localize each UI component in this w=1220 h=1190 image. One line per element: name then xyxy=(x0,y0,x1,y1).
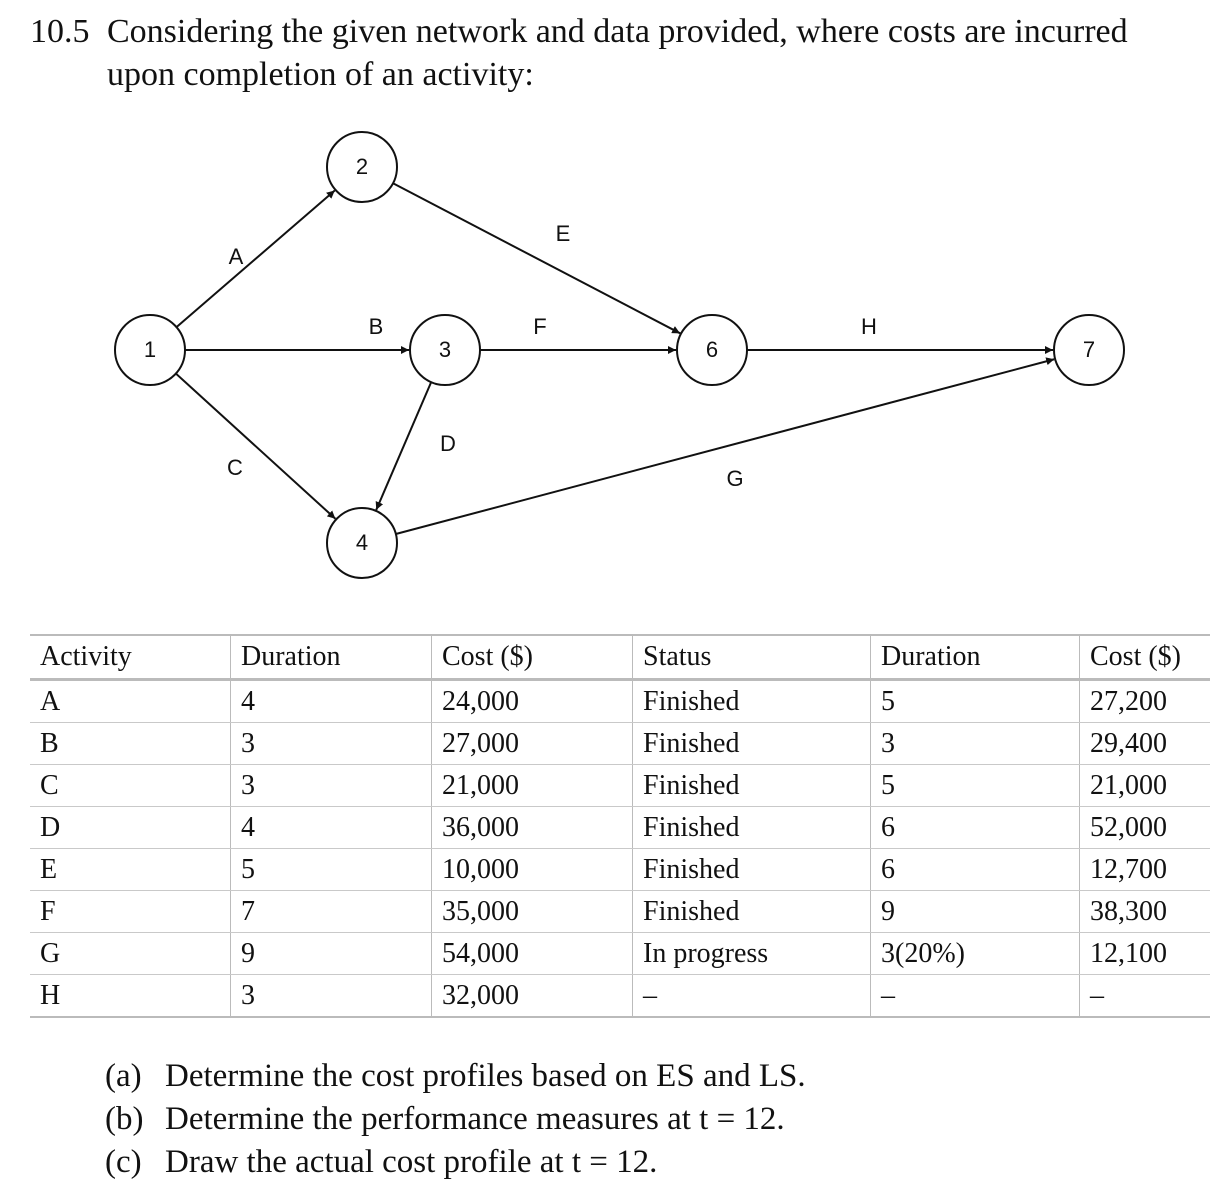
table-cell: 12,700 xyxy=(1079,848,1210,891)
question-c: (c)Draw the actual cost profile at t = 1… xyxy=(105,1144,658,1180)
activity-table: Activity Duration Cost ($) Status Durati… xyxy=(30,634,1210,1018)
table-cell: 10,000 xyxy=(431,848,633,891)
node-4 xyxy=(326,507,398,579)
table-cell: 5 xyxy=(870,679,1080,723)
activity-arrow-c xyxy=(175,372,337,520)
question-a: (a)Determine the cost profiles based on … xyxy=(105,1058,806,1094)
table-cell: In progress xyxy=(632,932,871,975)
table-cell: 21,000 xyxy=(431,764,633,807)
table-cell: – xyxy=(632,974,871,1018)
table-cell: – xyxy=(870,974,1080,1018)
table-cell: A xyxy=(30,679,231,723)
question-b: (b)Determine the performance measures at… xyxy=(105,1101,785,1137)
table-cell: F xyxy=(30,890,231,933)
table-cell: Finished xyxy=(632,722,871,765)
table-cell: 5 xyxy=(870,764,1080,807)
node-label: 2 xyxy=(356,154,368,179)
table-cell: 5 xyxy=(230,848,432,891)
node-label: 4 xyxy=(356,530,368,555)
table-cell: 52,000 xyxy=(1079,806,1210,849)
table-header-row: Activity Duration Cost ($) Status Durati… xyxy=(30,634,1210,681)
table-cell: 54,000 xyxy=(431,932,633,975)
problem-statement: 10.5 Considering the given network and da… xyxy=(30,10,1215,96)
col-activity: Activity xyxy=(30,634,231,681)
problem-number: 10.5 xyxy=(30,13,90,50)
activity-label-c: C xyxy=(227,455,243,480)
col-actual-duration: Duration xyxy=(870,634,1080,681)
table-cell: Finished xyxy=(632,764,871,807)
col-cost: Cost ($) xyxy=(431,634,633,681)
node-label: 7 xyxy=(1083,337,1095,362)
table-cell: 4 xyxy=(230,806,432,849)
problem-text-line1: Considering the given network and data p… xyxy=(107,13,1128,50)
questions: (a)Determine the cost profiles based on … xyxy=(105,1055,806,1184)
table-cell: 6 xyxy=(870,806,1080,849)
activity-label-g: G xyxy=(726,466,743,491)
table-cell: C xyxy=(30,764,231,807)
node-label: 6 xyxy=(706,337,718,362)
table-cell: B xyxy=(30,722,231,765)
table-cell: 29,400 xyxy=(1079,722,1210,765)
table-cell: 3 xyxy=(230,974,432,1018)
table-cell: 12,100 xyxy=(1079,932,1210,975)
activity-label-b: B xyxy=(369,314,384,339)
table-cell: Finished xyxy=(632,806,871,849)
table-cell: D xyxy=(30,806,231,849)
node-3 xyxy=(409,314,481,386)
node-label: 1 xyxy=(144,337,156,362)
table-cell: 4 xyxy=(230,679,432,723)
table-cell: 9 xyxy=(870,890,1080,933)
node-label: 3 xyxy=(439,337,451,362)
table-cell: 38,300 xyxy=(1079,890,1210,933)
node-7 xyxy=(1053,314,1125,386)
table-cell: 35,000 xyxy=(431,890,633,933)
node-6 xyxy=(676,314,748,386)
activity-label-e: E xyxy=(556,221,571,246)
table-cell: 27,000 xyxy=(431,722,633,765)
problem-text-line2: upon completion of an activity: xyxy=(107,56,534,93)
col-actual-cost: Cost ($) xyxy=(1079,634,1210,681)
table-cell: 3 xyxy=(870,722,1080,765)
col-duration: Duration xyxy=(230,634,432,681)
activity-arrow-d xyxy=(375,381,433,511)
activity-label-h: H xyxy=(861,314,877,339)
table-cell: 3 xyxy=(230,764,432,807)
table-cell: Finished xyxy=(632,679,871,723)
activity-label-a: A xyxy=(229,244,244,269)
table-cell: 27,200 xyxy=(1079,679,1210,723)
table-cell: – xyxy=(1079,974,1210,1018)
activity-arrow-g xyxy=(395,357,1055,535)
table-cell: 3(20%) xyxy=(870,932,1080,975)
table-cell: 21,000 xyxy=(1079,764,1210,807)
table-cell: 7 xyxy=(230,890,432,933)
activity-arrow-a xyxy=(175,189,336,328)
node-2 xyxy=(326,131,398,203)
network-diagram: A B C D E F G H 1 2 3 4 6 7 xyxy=(114,131,1125,579)
table-cell: 24,000 xyxy=(431,679,633,723)
table-cell: 36,000 xyxy=(431,806,633,849)
table-cell: 32,000 xyxy=(431,974,633,1018)
table-cell: H xyxy=(30,974,231,1018)
table-cell: Finished xyxy=(632,890,871,933)
col-status: Status xyxy=(632,634,871,681)
table-cell: 9 xyxy=(230,932,432,975)
activity-label-f: F xyxy=(533,314,546,339)
table-cell: Finished xyxy=(632,848,871,891)
table-cell: 3 xyxy=(230,722,432,765)
table-cell: 6 xyxy=(870,848,1080,891)
activity-label-d: D xyxy=(440,431,456,456)
activity-arrow-e xyxy=(392,182,681,335)
table-cell: G xyxy=(30,932,231,975)
node-1 xyxy=(114,314,186,386)
table-cell: E xyxy=(30,848,231,891)
